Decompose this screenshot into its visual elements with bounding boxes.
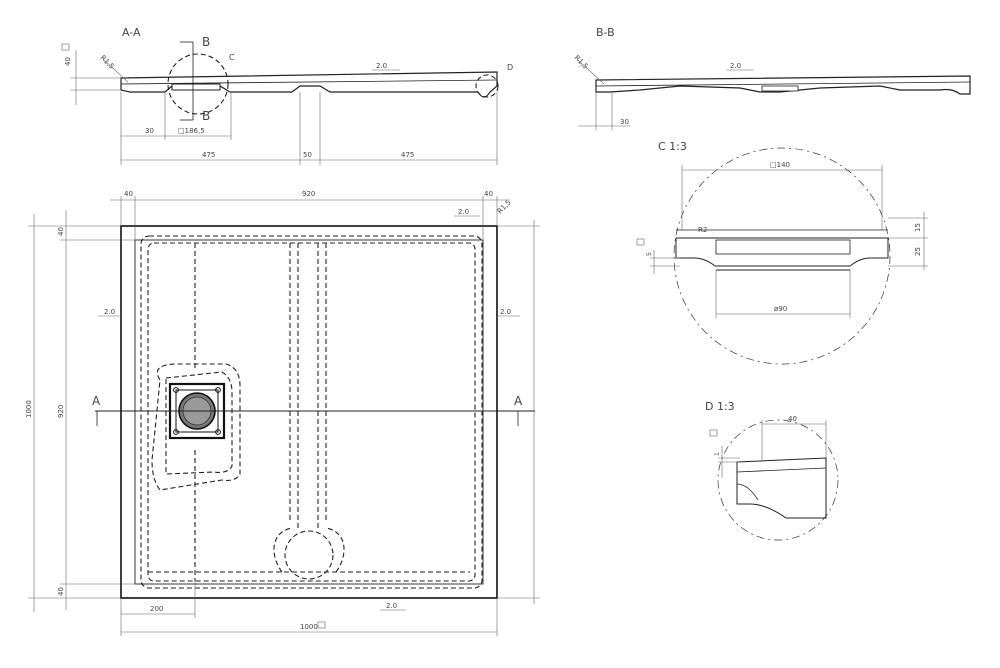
cut-b-top: B bbox=[202, 35, 210, 49]
detail-d: D 1:3 40 1 bbox=[705, 400, 839, 541]
section-aa-label: A-A bbox=[122, 26, 141, 39]
section-bb-label: B-B bbox=[596, 26, 615, 39]
plan-drain-x-dim: 200 bbox=[150, 605, 163, 613]
detail-d-label: D 1:3 bbox=[705, 400, 735, 413]
aa-gap-dim: 50 bbox=[303, 151, 312, 159]
section-bb-profile bbox=[595, 75, 971, 95]
c-h1-dim: 15 bbox=[914, 223, 922, 232]
plan-total-width-dim: 1000 bbox=[300, 623, 318, 631]
bb-offset-dim: 30 bbox=[620, 118, 629, 126]
cut-b-bottom: B bbox=[202, 109, 210, 123]
d-width-dim: 40 bbox=[788, 415, 797, 423]
plan-slope-bottom: 2.0 bbox=[386, 602, 397, 610]
plan-slope-top: 2.0 bbox=[458, 208, 469, 216]
c-diameter-dim: ø90 bbox=[774, 305, 787, 313]
plan-left-mid-dim: 920 bbox=[57, 405, 65, 418]
cut-a-left: A bbox=[92, 394, 101, 408]
aa-drain-offset-dim: 30 bbox=[145, 127, 154, 135]
plan-top-mid-dim: 920 bbox=[302, 190, 315, 198]
c-h2-dim: 25 bbox=[914, 247, 922, 256]
aa-slope-dim: 2.0 bbox=[376, 62, 387, 70]
plan-view: A A 40 920 40 2.0 R1,5 40 920 1000 40 2.… bbox=[25, 190, 540, 636]
callout-c: C bbox=[229, 53, 235, 62]
section-aa: A-A C D B B 40 R1,5 2.0 30 □186,5 bbox=[61, 26, 513, 165]
aa-height-dim: 40 bbox=[64, 57, 72, 66]
plan-top-left-dim: 40 bbox=[124, 190, 133, 198]
bb-slope-dim: 2.0 bbox=[730, 62, 741, 70]
plan-left-bottom-dim: 40 bbox=[57, 587, 65, 596]
c-width-dim: □140 bbox=[770, 161, 790, 169]
d-small-dim: 1 bbox=[714, 452, 721, 456]
plan-slope-left: 2.0 bbox=[104, 308, 115, 316]
callout-d: D bbox=[507, 63, 513, 72]
c-radius-dim: R2 bbox=[698, 226, 707, 234]
detail-d-callout bbox=[475, 74, 499, 98]
c-small-dim: 5 bbox=[646, 252, 653, 256]
detail-c: C 1:3 □140 R2 15 25 5 ø90 bbox=[636, 140, 928, 365]
aa-right-dim: 475 bbox=[401, 151, 414, 159]
plan-left-total-dim: 1000 bbox=[25, 400, 33, 418]
section-bb: B-B R1,5 2.0 30 bbox=[573, 26, 971, 130]
plan-radius-dim: R1,5 bbox=[496, 198, 513, 215]
plan-left-top-dim: 40 bbox=[57, 227, 65, 236]
plan-top-right-dim: 40 bbox=[484, 190, 493, 198]
tray-outline bbox=[120, 225, 498, 599]
cut-a-right: A bbox=[514, 394, 523, 408]
detail-c-callout bbox=[167, 53, 229, 115]
aa-drain-box-dim: □186,5 bbox=[178, 127, 205, 135]
plan-slope-right: 2.0 bbox=[500, 308, 511, 316]
detail-c-label: C 1:3 bbox=[658, 140, 687, 153]
aa-left-dim: 475 bbox=[202, 151, 215, 159]
